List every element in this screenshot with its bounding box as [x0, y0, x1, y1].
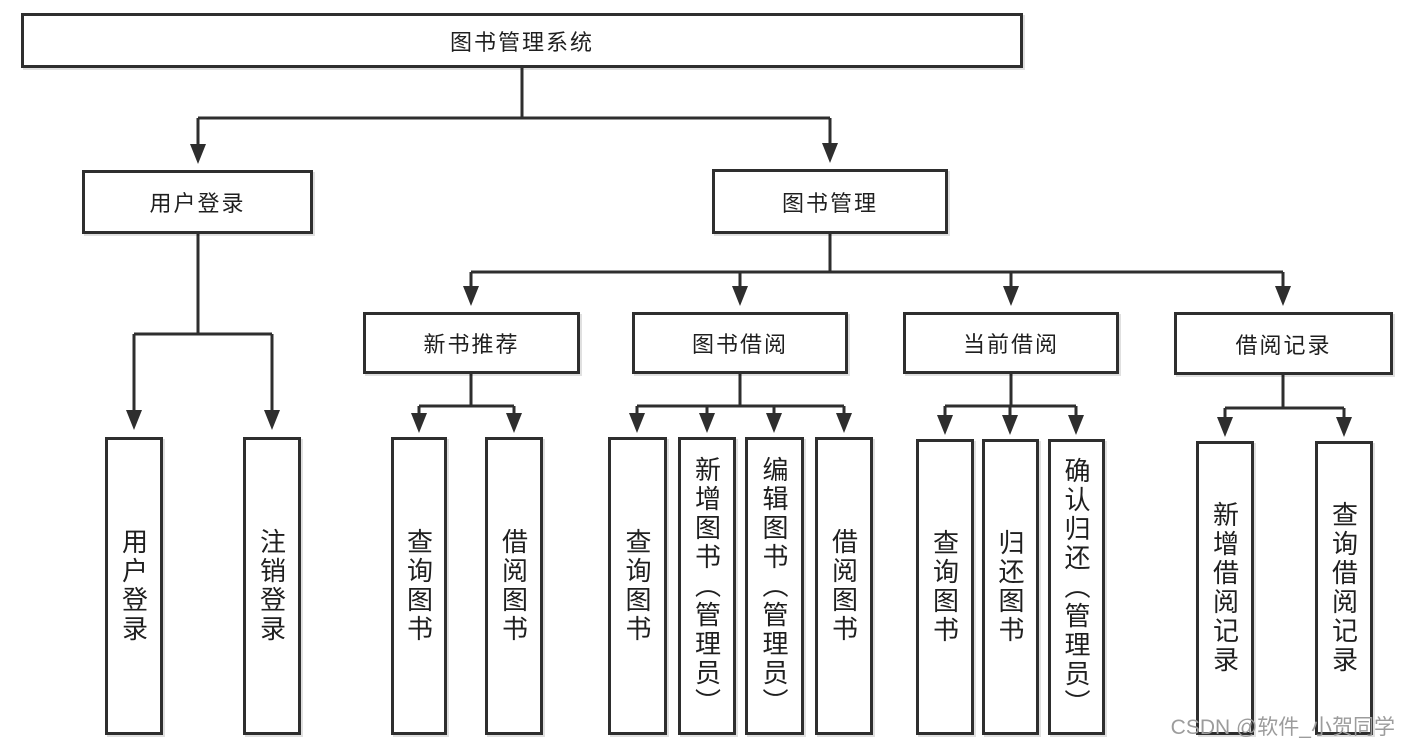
node-library-management-system: 图书管理系统	[21, 13, 1023, 68]
connector-root-to-level2	[190, 68, 838, 164]
node-book-management: 图书管理	[712, 169, 948, 234]
node-user-login: 用户登录	[82, 170, 313, 234]
leaf-confirm-return-admin: 确认归还（管理员）	[1048, 439, 1105, 735]
leaf-add-books-admin: 新增图书（管理员）	[678, 437, 736, 735]
connector-user-login-children	[126, 234, 280, 430]
watermark-text: CSDN @软件_小贺同学	[1170, 716, 1395, 739]
leaf-return-books: 归还图书	[982, 439, 1039, 735]
leaf-query-borrow-record: 查询借阅记录	[1315, 441, 1373, 735]
leaf-borrow-books-recommend: 借阅图书	[485, 437, 543, 735]
leaf-borrow-books: 借阅图书	[815, 437, 873, 735]
connector-borrowing-records-children	[1217, 375, 1352, 437]
node-new-book-recommendation: 新书推荐	[363, 312, 580, 374]
node-current-borrowing: 当前借阅	[903, 312, 1119, 374]
leaf-logout: 注销登录	[243, 437, 301, 735]
connector-book-borrowing-children	[629, 374, 852, 433]
leaf-edit-books-admin: 编辑图书（管理员）	[745, 437, 804, 735]
leaf-user-login: 用户登录	[105, 437, 163, 735]
connector-current-borrowing-children	[937, 374, 1084, 435]
leaf-query-books-current: 查询图书	[916, 439, 974, 735]
leaf-query-books-recommend: 查询图书	[391, 437, 447, 735]
node-borrowing-records: 借阅记录	[1174, 312, 1393, 375]
connector-book-management-children	[463, 234, 1291, 306]
connector-new-book-recommendation-children	[411, 374, 522, 433]
node-book-borrowing: 图书借阅	[632, 312, 848, 374]
leaf-add-borrow-record: 新增借阅记录	[1196, 441, 1254, 735]
leaf-query-books-borrow: 查询图书	[608, 437, 667, 735]
